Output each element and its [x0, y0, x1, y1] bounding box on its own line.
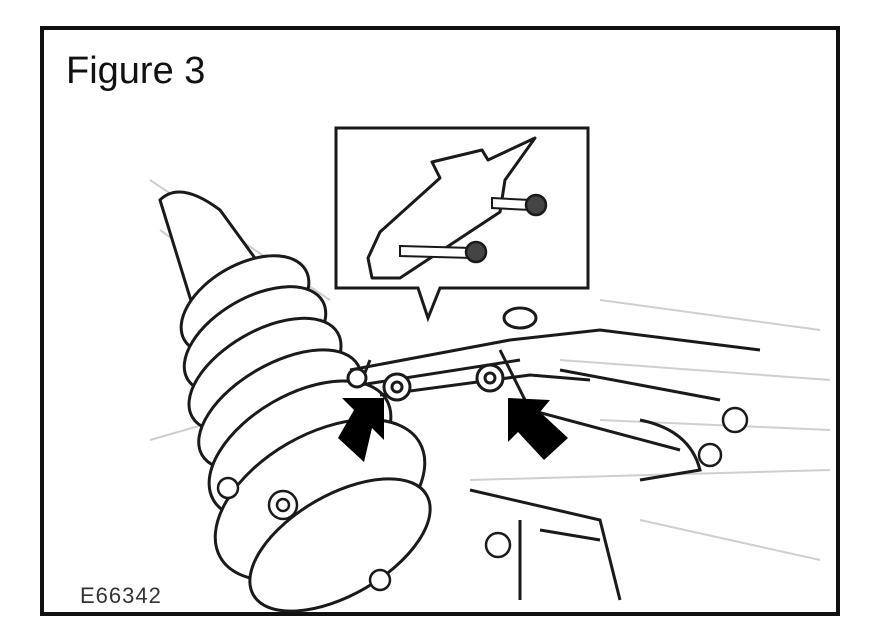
- figure-code: E66342: [80, 583, 162, 608]
- detail-inset: [334, 126, 590, 323]
- bolt-icon: [216, 406, 749, 592]
- figure-title: Figure 3: [66, 50, 206, 92]
- driveshaft-boot: [158, 190, 432, 613]
- nut-icon: [346, 363, 505, 402]
- arrow-icon: [338, 398, 568, 462]
- figure-frame: [40, 26, 840, 616]
- nut-icon: [464, 193, 548, 264]
